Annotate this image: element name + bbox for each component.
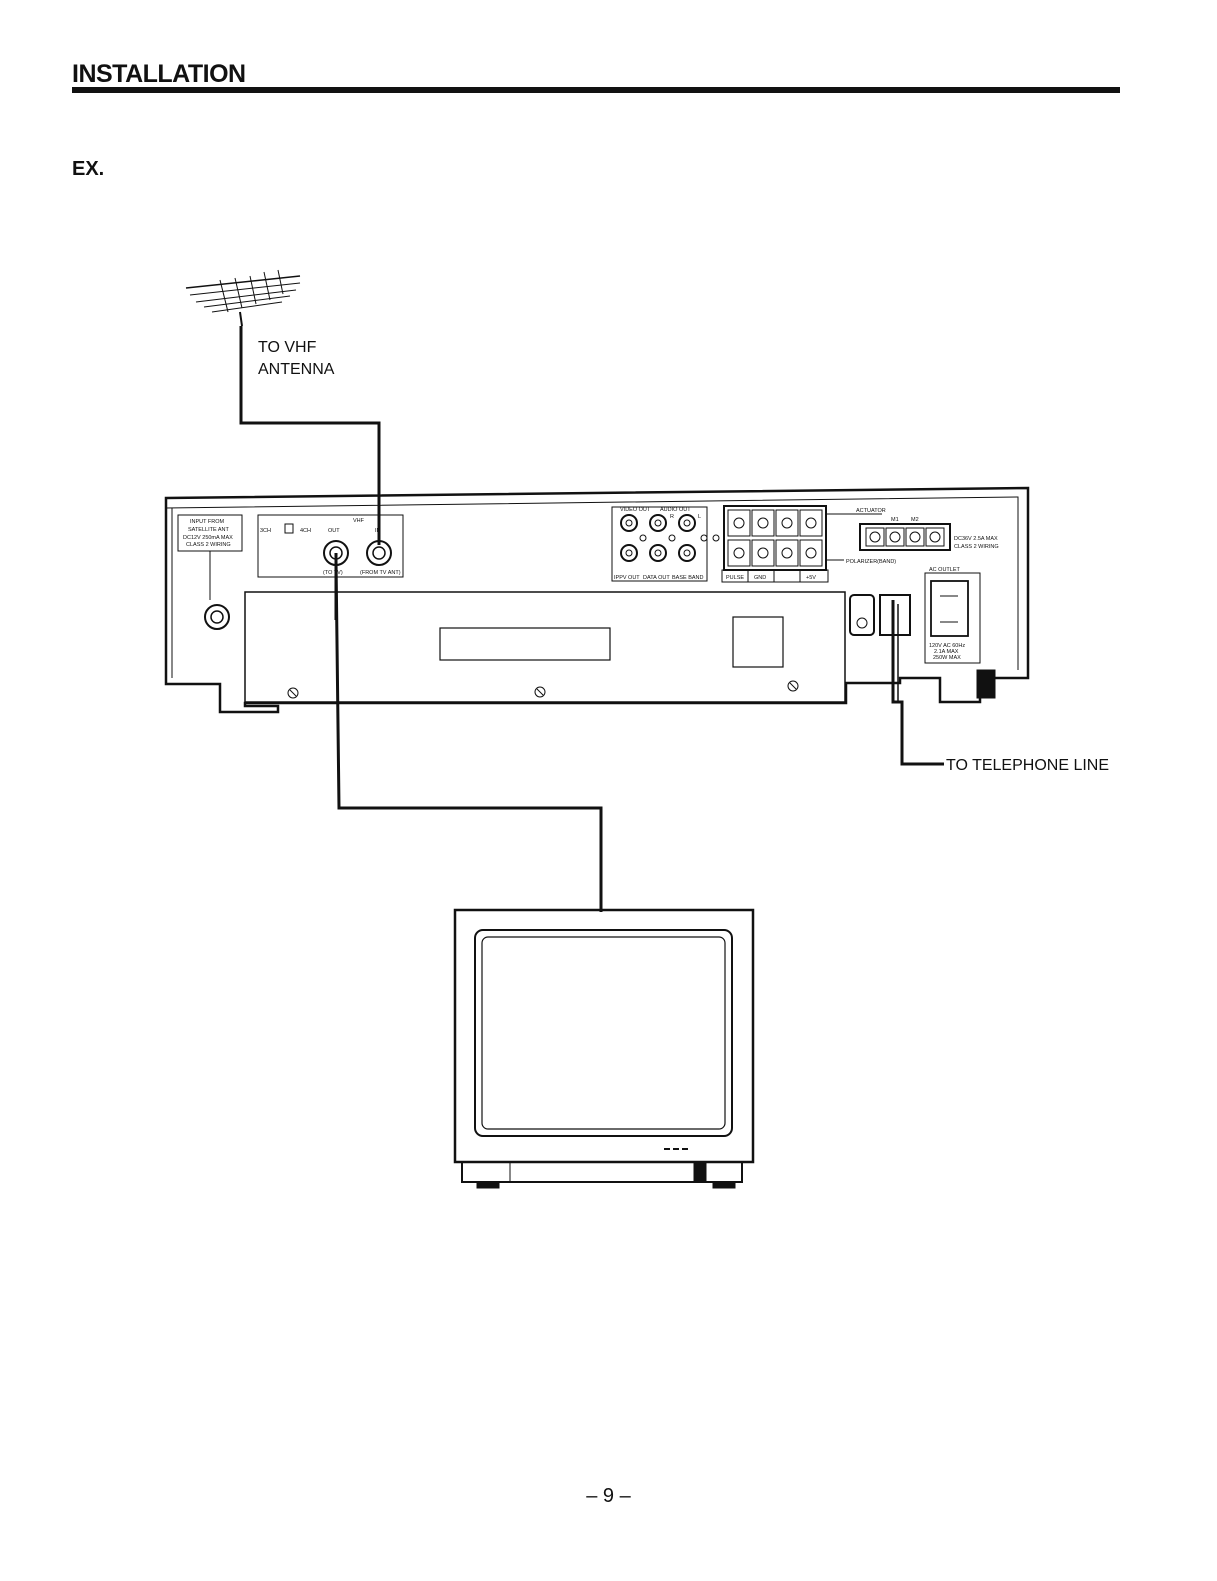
to-tv-label: (TO TV) <box>323 570 343 576</box>
page-title: INSTALLATION <box>72 60 246 88</box>
vhf-antenna-label-line2: ANTENNA <box>258 361 335 378</box>
m2-label: M2 <box>911 517 919 523</box>
input-from-label: INPUT FROM <box>190 519 225 525</box>
vhf-label: VHF <box>353 518 365 524</box>
antenna-cable <box>239 326 381 545</box>
base-band-label: BASE BAND <box>672 575 704 581</box>
ac-spec-3: 250W MAX <box>933 655 961 661</box>
data-out-label: DATA OUT <box>643 575 670 581</box>
out-label: OUT <box>328 528 340 534</box>
terminal-label-2: GND <box>754 575 766 581</box>
actuator-label: ACTUATOR <box>856 508 886 514</box>
vhf-antenna-icon <box>185 269 301 327</box>
ch4-label: 4CH <box>300 528 311 534</box>
ac-spec-1: 120V AC 60Hz <box>929 643 965 649</box>
page-number: – 9 – <box>586 1485 631 1507</box>
actuator-power-label: DC36V 2.5A MAX <box>954 536 998 542</box>
vhf-antenna-label-line1: TO VHF <box>258 339 317 356</box>
audio-l-label: L <box>698 514 701 520</box>
television-icon <box>453 908 755 1189</box>
terminal-label-1: PULSE <box>726 575 744 581</box>
m1-label: M1 <box>891 517 899 523</box>
example-label: EX. <box>72 158 105 180</box>
title-rule <box>72 87 1120 93</box>
ch3-label: 3CH <box>260 528 271 534</box>
telephone-line-label: TO TELEPHONE LINE <box>946 757 1109 774</box>
actuator-wiring-label: CLASS 2 WIRING <box>954 544 999 550</box>
telephone-cable <box>891 600 944 766</box>
input-wiring-label: CLASS 2 WIRING <box>186 542 231 548</box>
video-out-label: VIDEO OUT <box>620 507 651 513</box>
tv-cable <box>334 553 603 912</box>
polarizer-label: POLARIZER(BAND) <box>846 559 896 565</box>
in-label: IN <box>375 528 381 534</box>
terminal-label-3: +5V <box>806 575 816 581</box>
satellite-ant-label: SATELLITE ANT <box>188 527 229 533</box>
ac-spec-2: 2.1A MAX <box>934 649 959 655</box>
receiver-panel-labels: INPUT FROM SATELLITE ANT DC12V 250mA MAX… <box>183 507 999 661</box>
from-tv-ant-label: (FROM TV ANT) <box>360 570 401 576</box>
input-power-label: DC12V 250mA MAX <box>183 535 233 541</box>
audio-out-label: AUDIO OUT <box>660 507 691 513</box>
ippv-out-label: IPPV OUT <box>614 575 640 581</box>
audio-r-label: R <box>670 514 674 520</box>
ac-outlet-label: AC OUTLET <box>929 567 961 573</box>
receiver-rear-panel <box>164 486 1030 714</box>
